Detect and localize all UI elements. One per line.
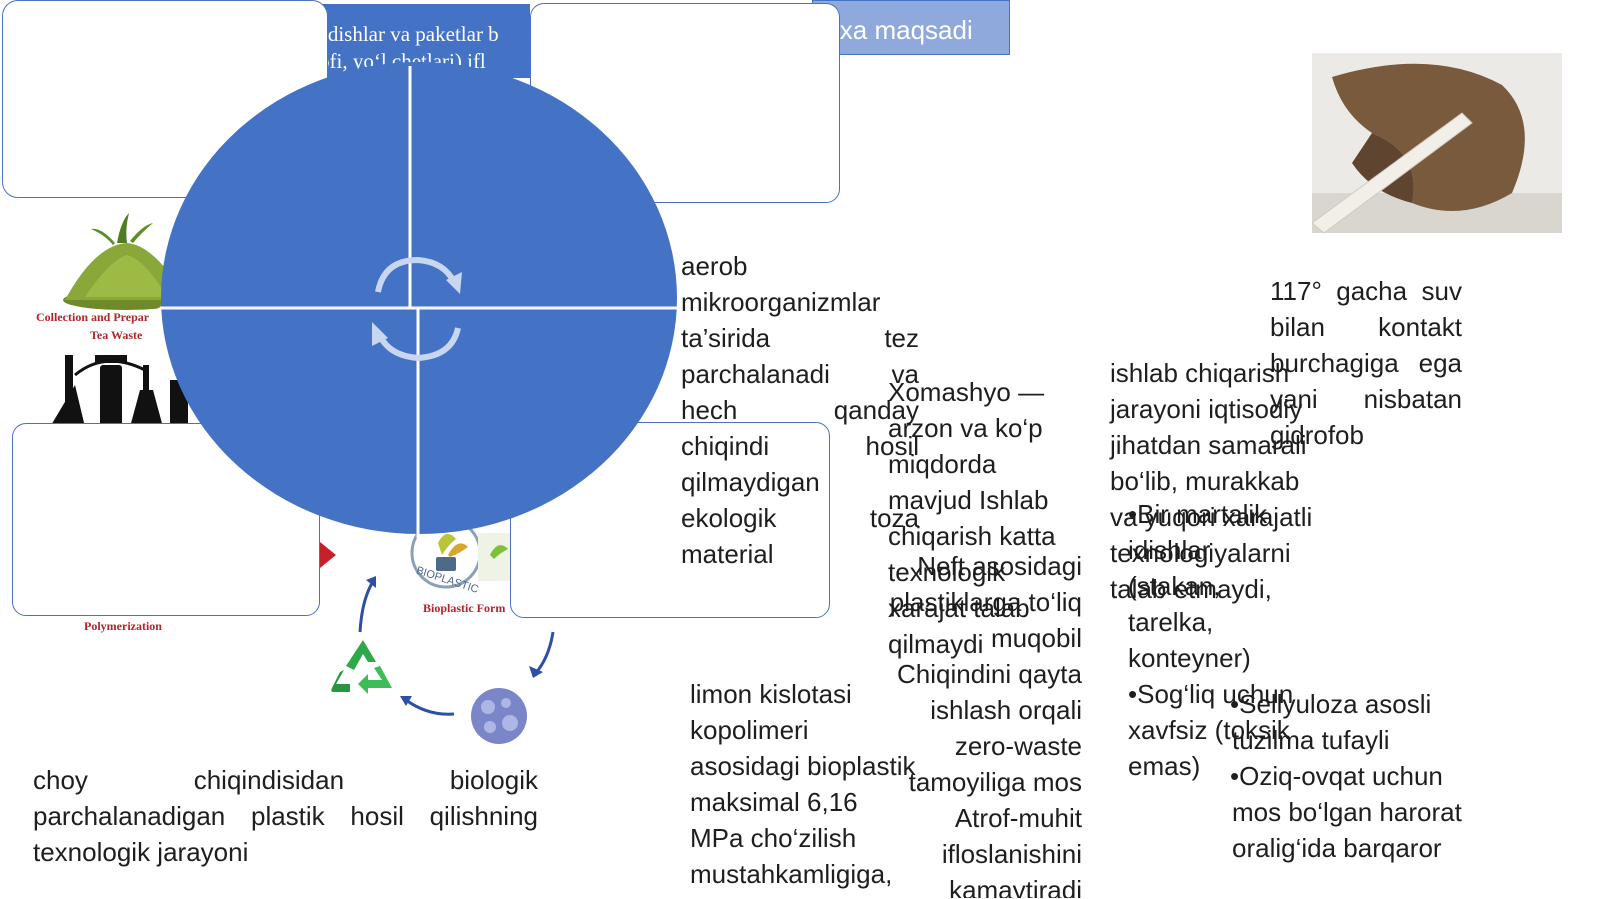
text-sellyuloza-line: tuzilma tufayli: [1232, 725, 1390, 755]
text-117-line: burchagiga ega: [1270, 348, 1462, 378]
text-aerob: aerob mikroorganizmlar ta’sirida tez par…: [681, 248, 919, 572]
bioplastic-sample-photo: [1312, 53, 1562, 233]
text-aerob-line: ta’sirida tez: [681, 323, 919, 353]
text-limon-line: limon kislotasi: [690, 679, 852, 709]
text-xomashyo-line: texnologik: [888, 557, 1006, 587]
text-limon: limon kislotasi kopolimeri asosidagi bio…: [690, 676, 950, 892]
label-polymerization: Polymerization: [84, 619, 162, 633]
text-ishlab-line: jihatdan samarali: [1110, 430, 1307, 460]
text-neft-line: plastiklarga to‘liq: [889, 587, 1082, 617]
text-bir-line: emas): [1128, 751, 1201, 781]
cycle-arrow-left-icon: [400, 696, 455, 716]
text-aerob-line: hech qanday: [681, 395, 919, 425]
header-strip-right-text: vixa maqsadi: [821, 15, 973, 45]
label-collection: Collection and Prepar: [36, 310, 150, 324]
bioplastic-badge-icon: BIOPLASTIC: [410, 525, 516, 596]
text-bir-line: •Sog‘liq uchun: [1128, 679, 1294, 709]
text-xomashyo-line: xarajat talab: [888, 593, 1030, 623]
text-aerob-line: aerob: [681, 251, 748, 281]
text-117-line: yani nisbatan: [1270, 384, 1462, 414]
text-xomashyo-line: Xomashyo —: [888, 377, 1045, 407]
text-neft-line: muqobil: [990, 623, 1082, 653]
text-sellyuloza-line: oralig‘ida barqaror: [1232, 833, 1442, 863]
text-aerob-line: material: [681, 539, 774, 569]
text-neft: Neft asosidagi plastiklarga to‘liq muqob…: [860, 548, 1082, 898]
text-bir-line: konteyner): [1128, 643, 1251, 673]
text-ishlab: ishlab chiqarish jarayoni iqtisodiy jiha…: [1110, 355, 1330, 607]
text-ishlab-line: bo‘lib, murakkab: [1110, 466, 1300, 496]
text-neft-line: Atrof-muhit: [954, 803, 1082, 833]
caption-left: choy chiqindisidan biologik parchalanadi…: [33, 765, 538, 867]
text-xomashyo-line: arzon va ko‘p: [888, 413, 1043, 443]
cycle-arrow-up-icon: [358, 576, 376, 633]
text-bir-line: xavfsiz (toksik: [1128, 715, 1290, 745]
text-ishlab-line: talab etmaydi,: [1110, 574, 1272, 604]
text-bir-line: tarelka,: [1128, 607, 1214, 637]
text-aerob-line: chiqindi hosil: [681, 431, 919, 461]
text-117-line: gidrofob: [1270, 420, 1364, 450]
text-xomashyo-line: mavjud Ishlab: [888, 485, 1049, 515]
central-cycle-diagram: [158, 62, 703, 538]
text-neft-line: Neft asosidagi: [917, 551, 1082, 581]
text-neft-line: tamoyiliga mos: [908, 767, 1082, 797]
cycle-arrows-icon: [375, 256, 461, 362]
header-strip-right: vixa maqsadi: [812, 0, 1010, 55]
lab-equipment-illustration: [50, 355, 188, 427]
text-sellyuloza-line: •Oziq-ovqat uchun: [1230, 761, 1443, 791]
text-neft-line: zero-waste: [954, 731, 1082, 761]
text-aerob-line: parchalanadi va: [681, 359, 919, 389]
text-sellyuloza: •Sellyuloza asosli tuzilma tufayli •Oziq…: [1230, 686, 1480, 866]
text-ishlab-line: jarayoni iqtisodiy: [1110, 394, 1303, 424]
header-strip-line1: idishlar va paketlar b: [322, 22, 499, 46]
recycle-icon: [331, 640, 392, 694]
text-bir-line: (stakan,: [1128, 571, 1221, 601]
text-xomashyo-line: qilmaydi: [888, 629, 984, 659]
text-sellyuloza-line: •Sellyuloza asosli: [1230, 689, 1432, 719]
text-bir-martalik: •Bir martalik idishlar (stakan, tarelka,…: [1128, 496, 1328, 784]
text-ishlab-line: ishlab chiqarish: [1110, 358, 1290, 388]
text-sellyuloza-line: mos bo‘lgan harorat: [1232, 797, 1462, 827]
text-aerob-line: ekologik toza: [681, 503, 919, 533]
red-arrow-icon: [320, 542, 336, 568]
text-117-line: 117° gacha suv: [1270, 276, 1462, 306]
text-neft-line: kamaytiradi: [949, 875, 1082, 898]
text-limon-line: asosidagi bioplastik: [690, 751, 916, 781]
text-aerob-line: mikroorganizmlar: [681, 287, 881, 317]
text-117-line: bilan kontakt: [1270, 312, 1462, 342]
text-117: 117° gacha suv bilan kontakt burchagiga …: [1270, 273, 1462, 453]
text-ishlab-line: va yuqori xarajatli: [1110, 502, 1313, 532]
text-neft-line: ifloslanishini: [941, 839, 1082, 869]
text-limon-line: MPa cho‘zilish: [690, 823, 857, 853]
label-bioplastic-form: Bioplastic Form: [423, 601, 506, 615]
text-xomashyo-line: chiqarish katta: [888, 521, 1056, 551]
cycle-arrow-down-icon: [529, 631, 555, 678]
text-limon-line: maksimal 6,16: [690, 787, 858, 817]
label-tea-waste: Tea Waste: [90, 328, 143, 342]
tea-powder-illustration: [63, 213, 187, 310]
text-limon-line: kopolimeri: [690, 715, 809, 745]
text-limon-line: mustahkamligiga,: [690, 859, 893, 889]
text-neft-line: ishlash orqali: [930, 695, 1082, 725]
text-xomashyo: Xomashyo — arzon va ko‘p miqdorda mavjud…: [888, 374, 1098, 662]
text-bir-line: •Bir martalik: [1128, 499, 1268, 529]
text-aerob-line: qilmaydigan: [681, 467, 820, 497]
text-bir-line: idishlar: [1128, 535, 1211, 565]
text-ishlab-line: texnologiyalarni: [1110, 538, 1291, 568]
text-xomashyo-line: miqdorda: [888, 449, 997, 479]
microorganisms-icon: [471, 688, 527, 744]
text-neft-line: Chiqindini qayta: [896, 659, 1082, 689]
